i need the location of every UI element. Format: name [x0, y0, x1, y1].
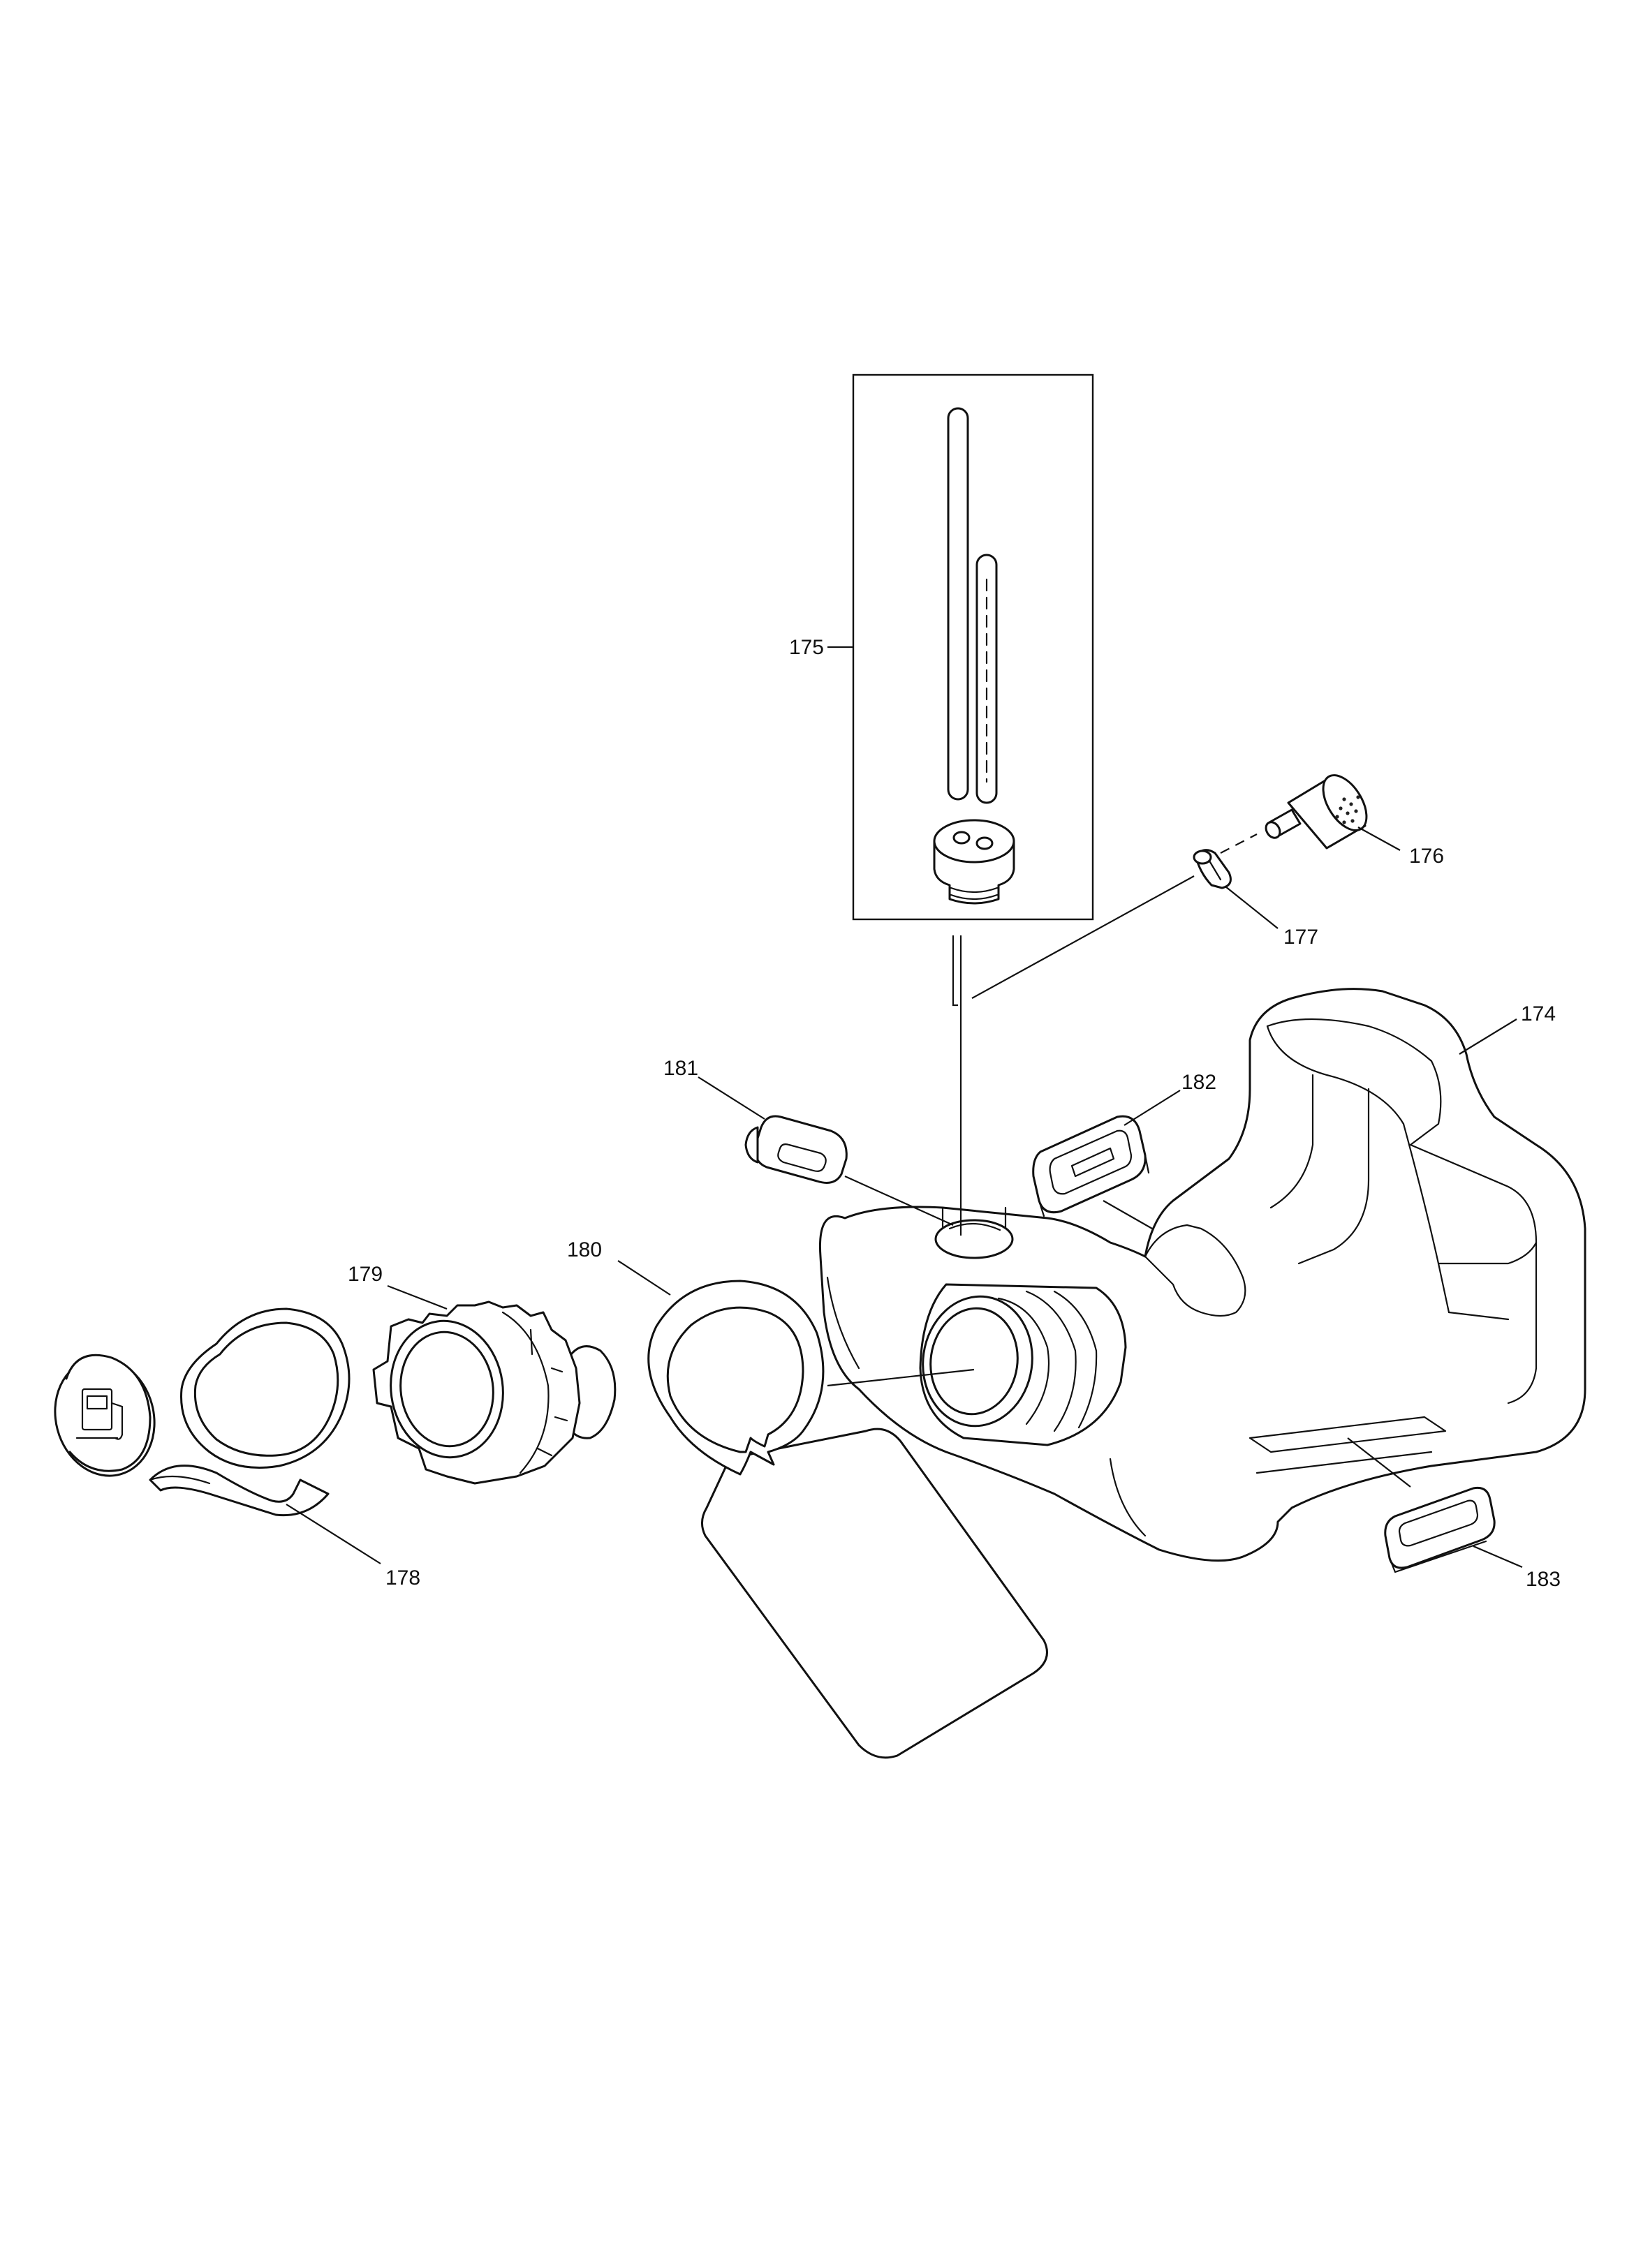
rubber-mount-182: [1032, 1115, 1150, 1217]
callout-labels: 175 176 177 174 182 181 180 179 178 183: [348, 636, 1561, 1591]
callout-183: 183: [1526, 1568, 1561, 1591]
callout-179: 179: [348, 1263, 383, 1286]
filler-neck: [919, 1283, 1127, 1446]
fuel-cap-178: [54, 1307, 351, 1517]
grommet: [933, 819, 1015, 905]
hose-clip-177: [1193, 849, 1232, 889]
rubber-foot-183: [1384, 1486, 1496, 1573]
breather-valve-181: [744, 1115, 848, 1184]
callout-175: 175: [789, 636, 824, 659]
callout-180: 180: [567, 1238, 602, 1261]
fuel-strainer-180: [647, 1280, 1048, 1759]
long-fuel-tube: [947, 407, 969, 801]
leader-lines: [286, 646, 1523, 1569]
callout-178: 178: [385, 1566, 420, 1589]
fuel-pump-icon: [75, 1388, 124, 1440]
tank-cap-179: [372, 1300, 617, 1485]
callout-174: 174: [1521, 1002, 1556, 1025]
fuel-filter-176: [1265, 774, 1368, 850]
fuel-line-assembly-175: [852, 373, 1094, 921]
callout-176: 176: [1409, 845, 1444, 868]
fuel-tank-174: [818, 988, 1586, 1562]
callout-181: 181: [663, 1057, 698, 1080]
callout-177: 177: [1283, 926, 1318, 949]
callout-182: 182: [1181, 1071, 1216, 1094]
